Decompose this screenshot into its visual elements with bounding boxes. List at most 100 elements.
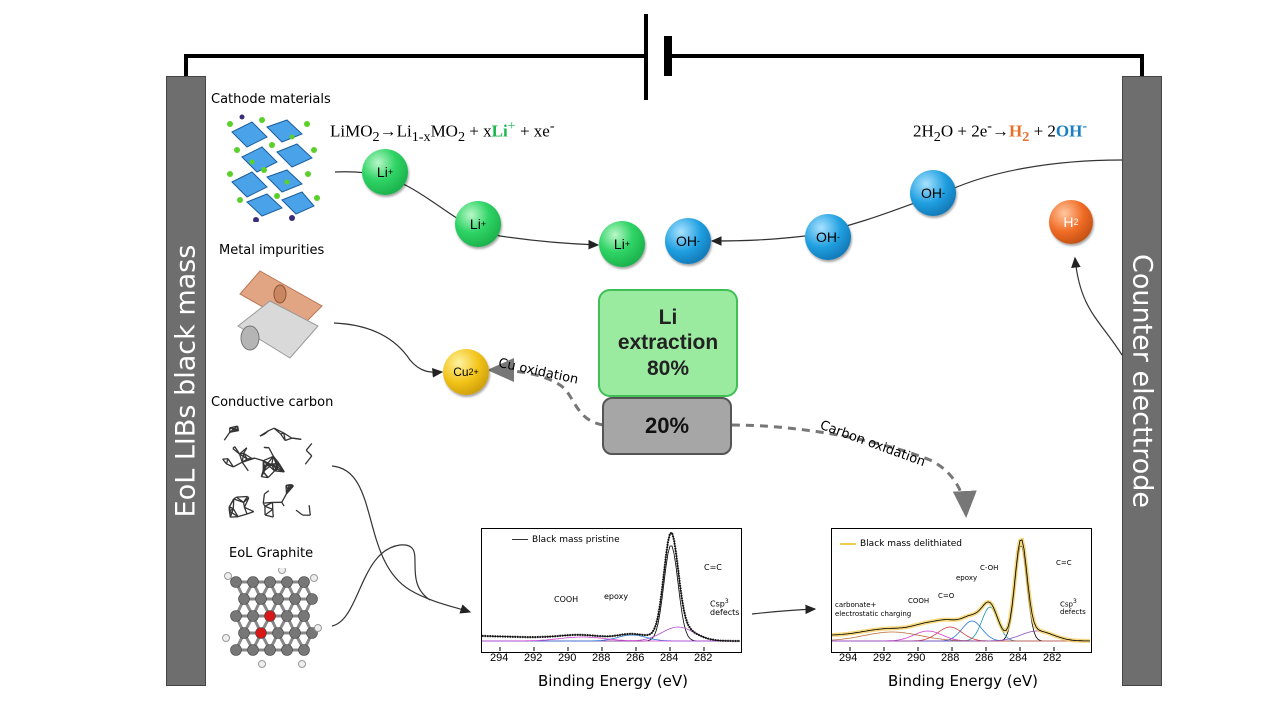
tick-label: 284: [1009, 652, 1028, 664]
carbon-bond: [264, 501, 273, 507]
carbon-bond: [227, 458, 234, 468]
tick-label: 286: [975, 652, 994, 664]
ion-sub: 2: [1073, 217, 1079, 227]
carbon-atom: [264, 644, 276, 656]
xps-pristine-xlabel: Binding Energy (eV): [538, 672, 688, 690]
carbon-bond: [243, 496, 248, 503]
hydrogen-atom: [258, 660, 266, 668]
hydrogen-atom: [310, 574, 318, 582]
carbon-atom: [272, 627, 284, 639]
fit-component: [832, 545, 1090, 642]
eq-sub: 2: [372, 129, 380, 146]
carbon-bond: [233, 461, 243, 468]
legend-text: Black mass delithiated: [860, 539, 963, 549]
carbon-bond: [268, 447, 274, 457]
copper-foil-illustration: [237, 270, 323, 359]
peak-label-sup: 3: [724, 598, 729, 605]
ion-label: Li: [613, 236, 625, 252]
carbon-bond: [267, 470, 276, 479]
ion-label: H: [1063, 214, 1074, 230]
carbon-bond: [236, 495, 248, 498]
ion-label: OH: [921, 185, 942, 201]
ion-charge: -: [837, 232, 840, 242]
peak-label-part: carbonate+: [835, 601, 877, 609]
carbon-bond: [243, 507, 248, 515]
ion-label: Li: [469, 216, 481, 232]
oh-ion-3: OH-: [910, 170, 956, 216]
carbon-bond: [241, 461, 249, 472]
carbon-atom: [281, 644, 293, 656]
eq-part: + xe: [515, 121, 550, 141]
cu-path: [333, 322, 444, 378]
li-extraction-line2: extraction: [617, 331, 719, 355]
carbon-atom: [230, 644, 242, 656]
peak-label-cooh: COOH: [554, 595, 579, 604]
oh-ion-2: OH-: [805, 214, 851, 260]
carbon-bond: [295, 509, 304, 516]
left-electrode: EoL LIBs black mass: [166, 76, 206, 686]
carbon-bond: [229, 508, 234, 518]
carbon-atom: [255, 593, 267, 605]
peak-label-sup: 3: [1072, 598, 1077, 605]
carbon-bond: [259, 430, 269, 437]
xps-delithiated-svg: [831, 537, 1091, 651]
carbon-bond: [271, 464, 278, 470]
carbon-bond: [271, 462, 279, 466]
carbon-bond: [243, 452, 253, 460]
carbon-atom: [298, 644, 310, 656]
peak-label-coh: C-OH: [980, 564, 999, 572]
spectrum-data: [481, 531, 740, 643]
ion-label: Cu: [453, 365, 469, 379]
eq-part: Li: [396, 121, 412, 141]
carbon-bond: [304, 455, 313, 465]
carbon-atom: [238, 627, 250, 639]
carbon-bond: [228, 506, 232, 518]
eq-sub: 1-x: [411, 129, 431, 146]
fit-component: [482, 636, 740, 642]
eq-part: O + 2e: [940, 121, 988, 141]
conductive-carbon-illustration: [222, 425, 313, 518]
carbon-bond: [226, 463, 234, 468]
carbon-bond: [305, 442, 313, 451]
hydrogen-atom: [278, 568, 286, 574]
peak-label-co: C=O: [938, 592, 955, 600]
oh-ion-1: OH-: [665, 218, 711, 264]
carbon-atom: [230, 576, 242, 588]
li-extraction-box: Li extraction 80%: [598, 289, 738, 397]
legend-swatch: [512, 539, 528, 540]
carbon-atom: [298, 610, 310, 622]
tick-label: 282: [694, 652, 713, 664]
spectrum-data: [831, 537, 1091, 643]
ion-label: Li: [376, 164, 388, 180]
eq-li-product: Li: [491, 121, 508, 141]
metal-impurities-title: Metal impurities: [219, 243, 325, 258]
anode-reaction-equation: LiMO2→Li1-xMO2 + xLi+ + xe-: [330, 118, 555, 146]
carbon-bond: [272, 456, 278, 467]
carbon-bond: [229, 506, 234, 510]
carbon-bond: [268, 427, 275, 432]
xps-pristine-svg: [481, 531, 740, 651]
carbon-atom: [247, 610, 259, 622]
remainder-percent: 20%: [644, 413, 690, 438]
carbon-atom: [247, 576, 259, 588]
eq-part: 2H: [913, 121, 934, 141]
peak-label-part: defects: [710, 608, 740, 618]
carbon-atom: [238, 593, 250, 605]
eq-sup: -: [549, 118, 555, 134]
ion-charge: -: [697, 236, 700, 246]
carbon-bond: [263, 455, 274, 462]
cu-oxidation-dashed-arrow: [487, 358, 604, 427]
carbon-bond: [264, 490, 270, 495]
peak-label-part: defects: [1060, 608, 1086, 617]
ion-charge: 2+: [468, 367, 479, 377]
eq-part: MO: [430, 121, 458, 141]
legend-text: Black mass pristine: [532, 535, 620, 545]
carbon-bond: [262, 464, 273, 473]
peak-label-epoxy: epoxy: [604, 592, 629, 601]
carbon-bond: [264, 505, 273, 510]
carbon-atom: [289, 627, 301, 639]
